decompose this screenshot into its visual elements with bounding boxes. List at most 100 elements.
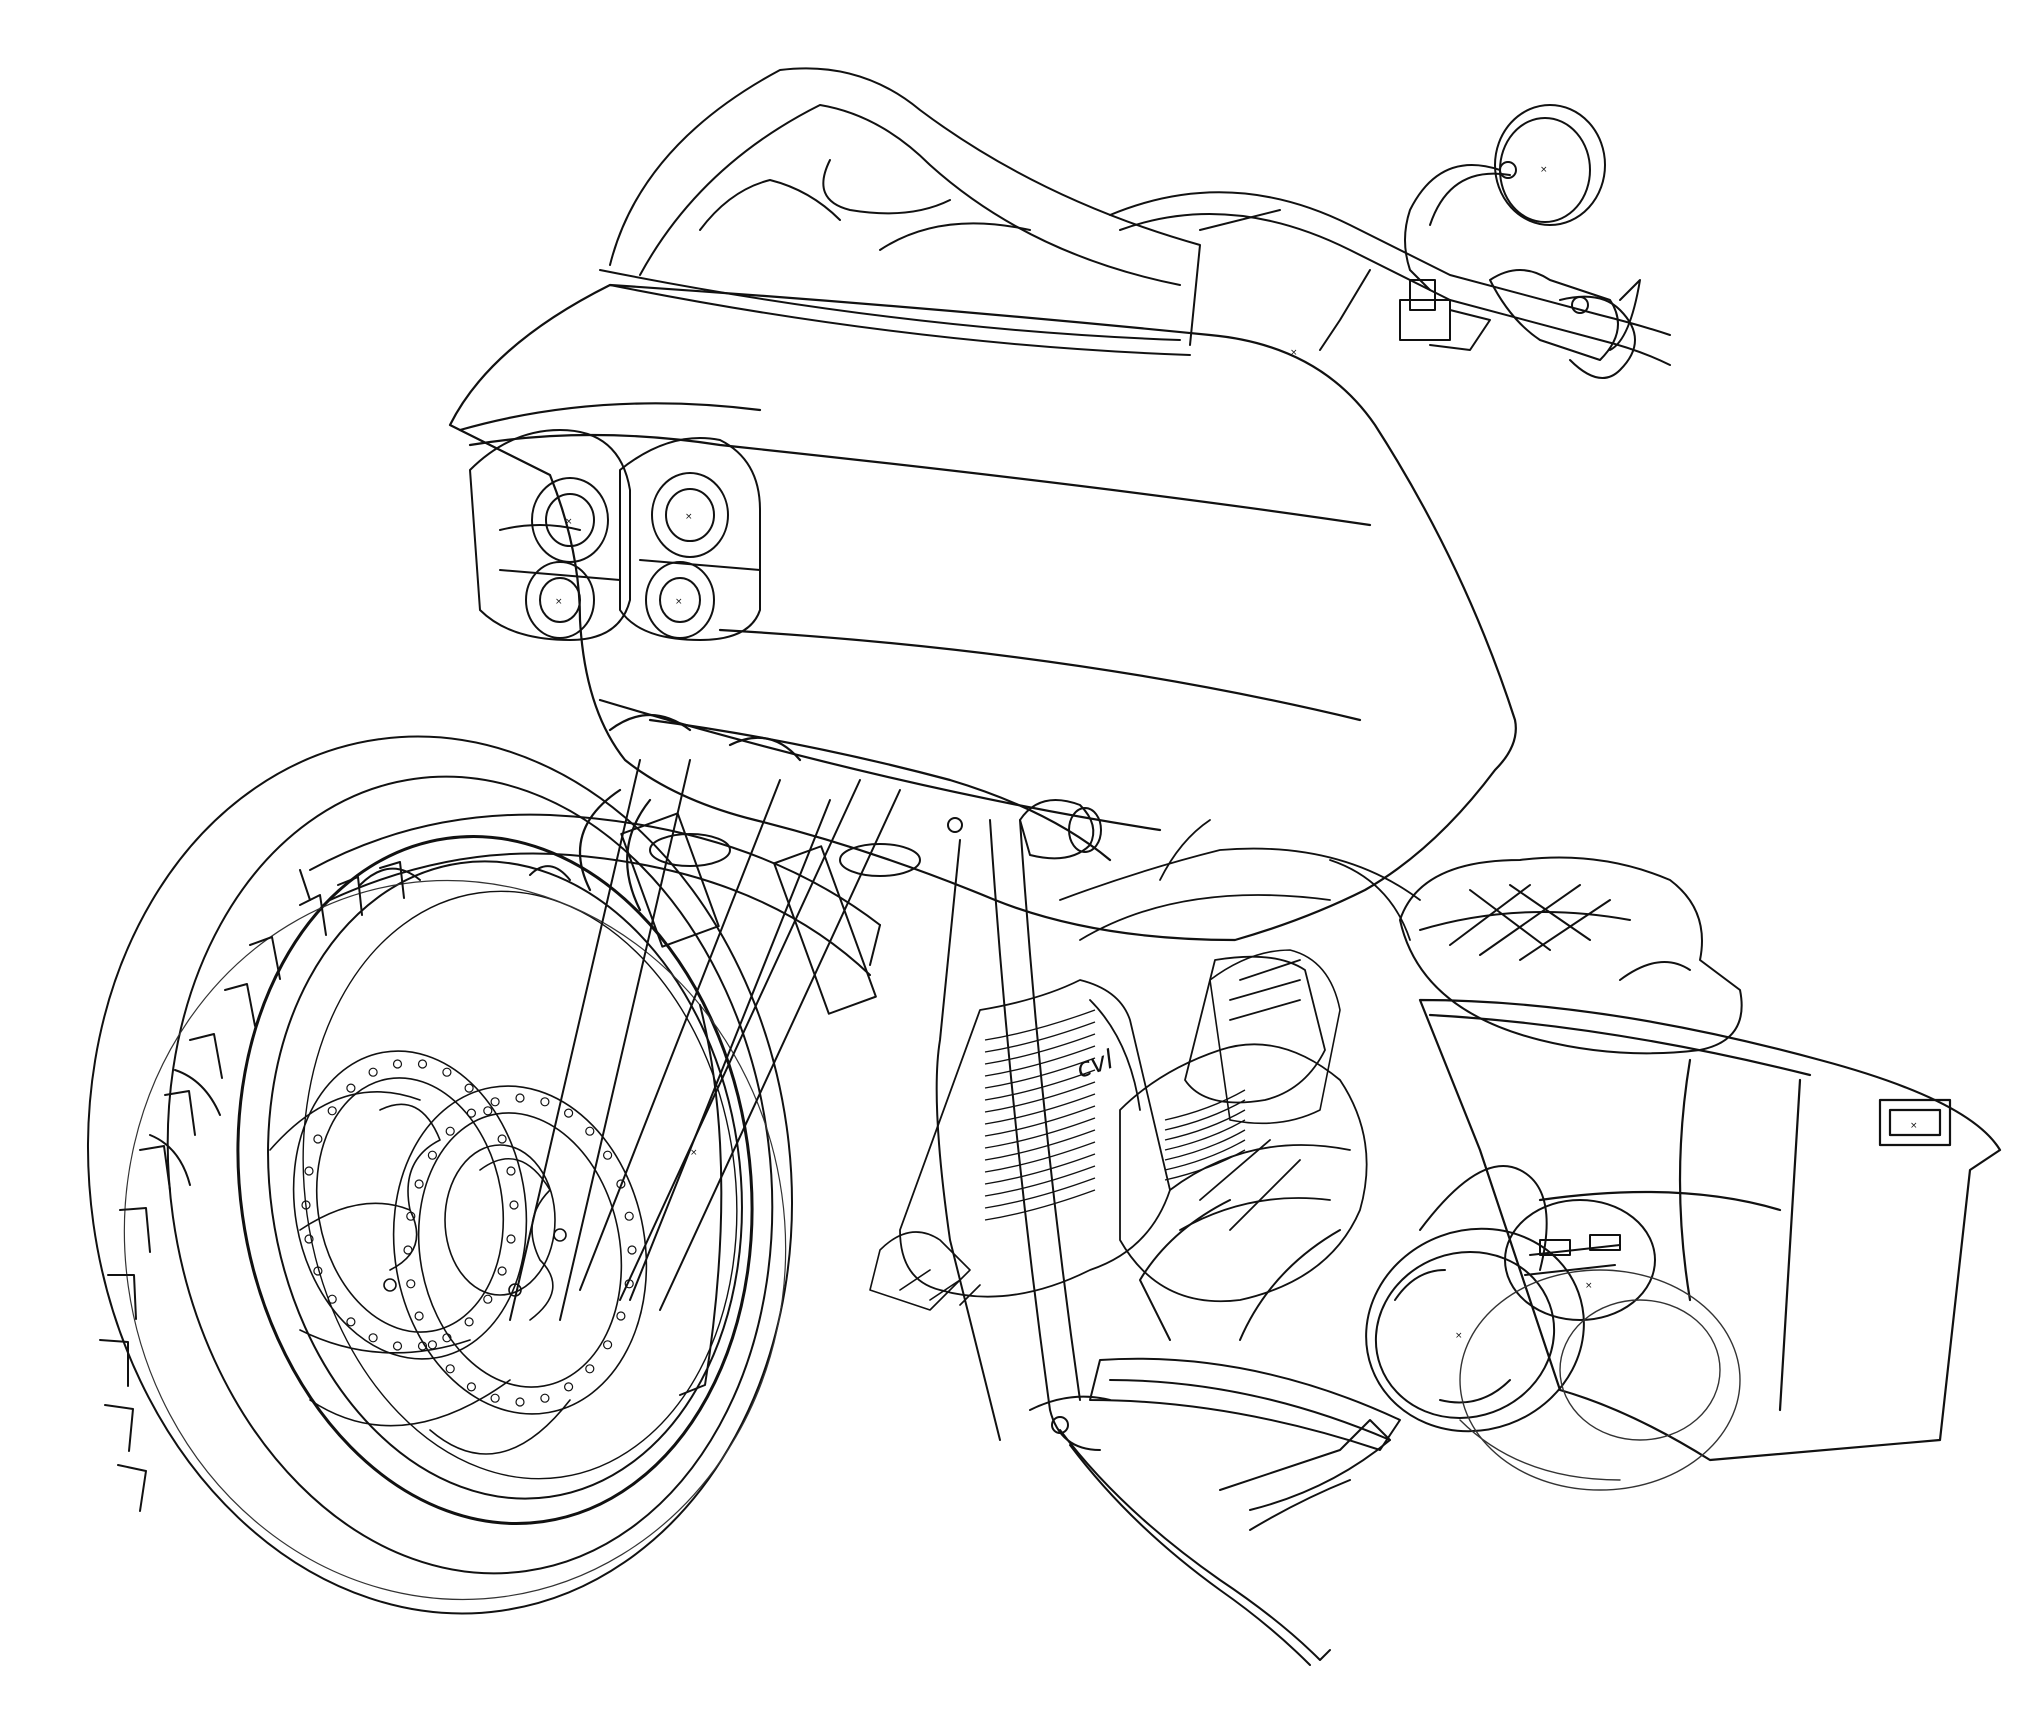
fuel-tank (1059, 819, 1421, 941)
mark-e: × (1585, 1281, 1593, 1291)
cylinder-fin (984, 1177, 1096, 1209)
disc-hole (490, 1097, 500, 1107)
floorboard (1089, 1199, 1401, 1451)
brake-disc-left (292, 1050, 528, 1360)
cylinder-fin (984, 1105, 1096, 1137)
disc-hole (497, 1134, 507, 1144)
disc-hole (616, 1311, 626, 1321)
engine-block (899, 955, 1326, 1298)
disc-hole (585, 1364, 595, 1374)
turn-signal-left (947, 799, 1102, 860)
tire-outer (87, 735, 793, 1615)
disc-hole (327, 1106, 337, 1116)
handlebar-right (1109, 191, 1671, 379)
rim-lip (302, 890, 738, 1480)
disc-hole (483, 1106, 493, 1116)
disc-hole (490, 1393, 500, 1403)
disc-hole (540, 1097, 550, 1107)
disc-hole (497, 1266, 507, 1276)
disc-hole (346, 1317, 356, 1327)
disc-hole (602, 1340, 613, 1350)
disc-hole (506, 1166, 516, 1176)
headlight-upper-left (531, 477, 609, 563)
disc-hole (445, 1364, 455, 1374)
disc-hole (406, 1279, 416, 1289)
cylinder-fin (1164, 1129, 1246, 1161)
disc-hole (304, 1166, 314, 1176)
disc-hole (585, 1126, 595, 1136)
mark-f: × (1910, 1121, 1918, 1131)
engine-cylinder-fins (984, 1009, 1246, 1221)
mirror-right (1404, 104, 1606, 291)
saddlebag-latch (1878, 1098, 1952, 1147)
disc-hole (483, 1294, 493, 1304)
brake-disc-right (392, 1085, 648, 1415)
disc-hole (627, 1245, 637, 1255)
disc-hole (406, 1211, 416, 1221)
disc-hole (442, 1067, 452, 1077)
disc-hole (464, 1317, 474, 1327)
disc-hole (563, 1108, 574, 1118)
headlight-mark-2: × (555, 597, 563, 607)
disc-hole (403, 1245, 413, 1255)
disc-hole (509, 1200, 519, 1210)
disc-hole (515, 1093, 525, 1103)
tire-shadow (123, 879, 787, 1601)
rear-wheel (1459, 1269, 1741, 1491)
disc-hole (301, 1200, 311, 1210)
air-cleaner-area (869, 949, 1341, 1311)
frame-downtube (935, 819, 1111, 1451)
headlight-upper-right (651, 472, 729, 558)
disc-hole (540, 1393, 550, 1403)
construction-marks: × × × × × × (690, 165, 1918, 1341)
cylinder-fin (984, 1069, 1096, 1101)
headlight-lower-left (525, 561, 595, 639)
seat (1399, 856, 1743, 1055)
cylinder-fin (1164, 1139, 1246, 1171)
mark-d: × (1455, 1331, 1463, 1341)
disc-hole (563, 1382, 574, 1392)
headlight-mark-1: × (565, 517, 573, 527)
primary-cover (1365, 1165, 1585, 1433)
front-fork (509, 759, 921, 1321)
rim-inner (267, 860, 743, 1500)
front-fender (299, 813, 881, 1396)
derby-cover (1504, 1199, 1656, 1321)
cylinder-fin (984, 1057, 1096, 1089)
disc-hole (466, 1382, 476, 1392)
mark-a: × (1290, 348, 1298, 358)
kickstand (1059, 1419, 1391, 1666)
cylinder-fin (1164, 1119, 1246, 1151)
disc-hole (602, 1150, 613, 1160)
headlight-marks: × × × × (555, 512, 693, 607)
disc-hole (466, 1108, 476, 1118)
disc-hole (304, 1234, 314, 1244)
cylinder-fin (984, 1129, 1096, 1161)
saddlebag (1418, 998, 2002, 1462)
wheel-hub (269, 1091, 571, 1455)
headlight-mark-3: × (685, 512, 693, 522)
cylinder-fin (984, 1093, 1096, 1125)
hand-grip (1559, 295, 1636, 379)
disc-hole (442, 1333, 452, 1343)
disc-hole (445, 1126, 455, 1136)
disc-hole (313, 1266, 323, 1276)
cylinder-fin (984, 1153, 1096, 1185)
disc-hole (414, 1179, 424, 1189)
tire-inner (166, 775, 774, 1575)
cylinder-fin (984, 1189, 1096, 1221)
disc-hole (346, 1083, 356, 1093)
disc-hole (624, 1211, 634, 1221)
front-wheel (87, 735, 793, 1615)
disc-hole (417, 1341, 428, 1351)
cylinder-fin (984, 1033, 1096, 1065)
brake-lever-block (1399, 279, 1491, 351)
cylinder-fin (984, 1141, 1096, 1173)
tire-tread (99, 861, 405, 1512)
disc-hole (368, 1067, 378, 1077)
disc-hole (464, 1083, 474, 1093)
disc-hole (506, 1234, 516, 1244)
headlight-mark-4: × (675, 597, 683, 607)
